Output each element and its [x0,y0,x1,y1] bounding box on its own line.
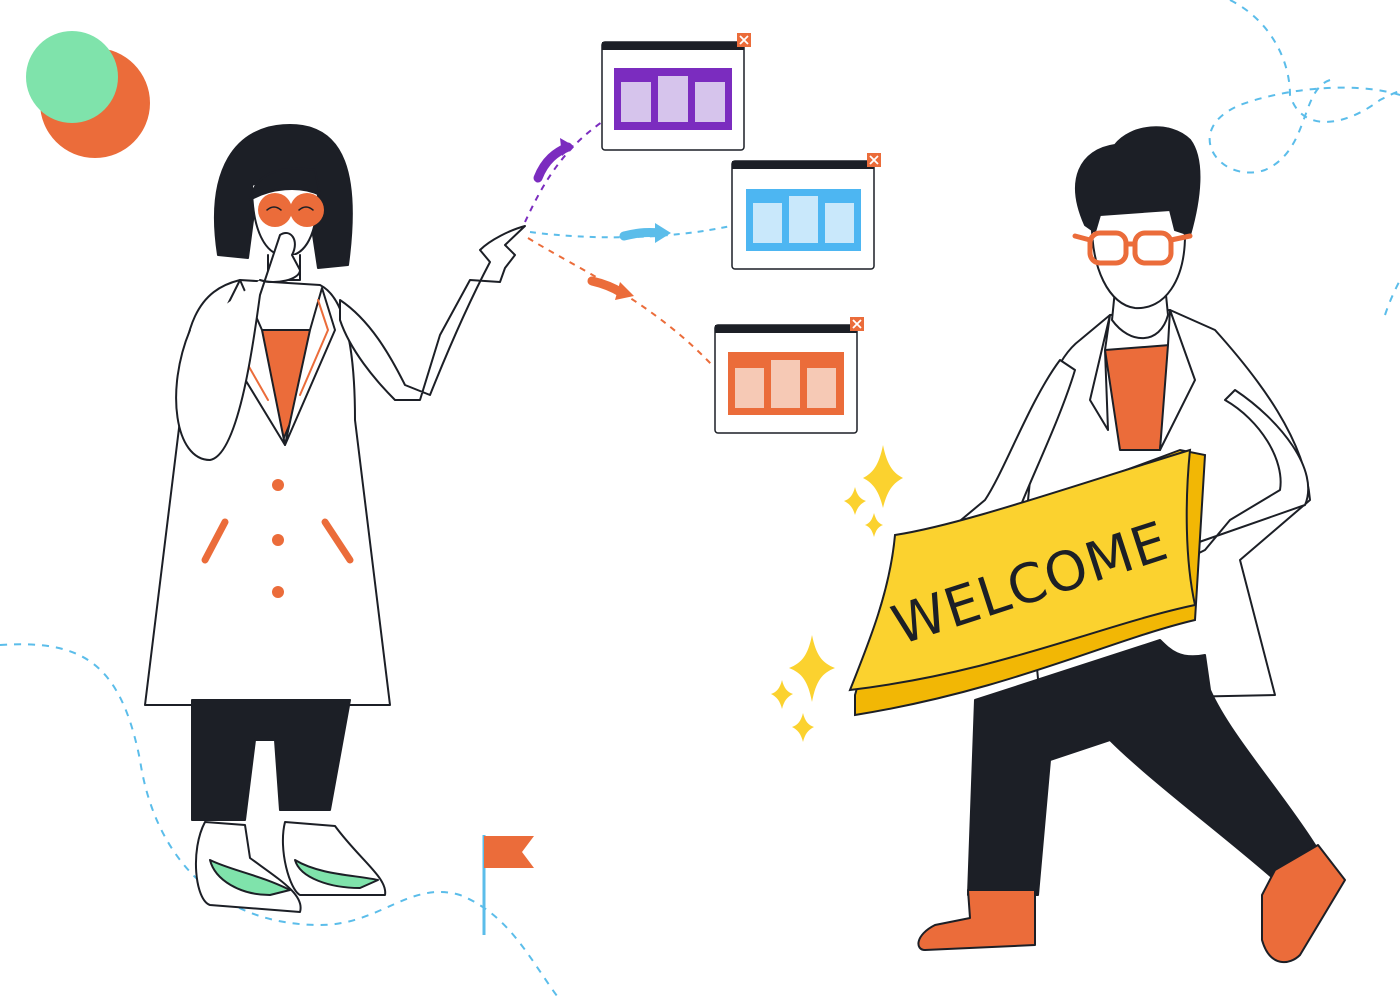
dashed-line-top-right-loop [1208,79,1400,174]
close-icon [867,153,881,167]
connector-arrows [533,138,671,300]
sparkle-icon [792,713,814,742]
purple-window [601,33,751,151]
welcome-sign: WELCOME [848,448,1207,717]
window-cards [601,33,881,434]
arrow-icon-blue [619,223,671,243]
green-circle [26,31,118,123]
sparkle-icon [844,487,866,515]
close-icon [850,317,864,331]
sparkle-icon [771,680,793,709]
sparkle-icon [789,635,835,702]
man-glasses [1072,230,1193,266]
dashed-line-top-right [1229,0,1400,123]
woman-glasses [258,193,324,227]
orange-window [714,317,864,434]
woman-sneakers [194,821,387,913]
flag-icon [482,835,534,935]
man-shoes [917,844,1346,964]
close-icon [737,33,751,47]
connector-orange [527,237,713,366]
decor-circles [26,31,150,158]
woman-pointing-arm [339,225,526,401]
man-hair [1075,126,1201,236]
sparkles [771,445,903,742]
woman-scientist [144,124,526,913]
sparkle-icon [863,445,903,508]
connector-purple [524,119,606,223]
blue-window [731,153,881,270]
sparkle-icon [865,513,883,537]
arrow-icon-purple [533,138,574,183]
arrow-icon-orange [587,276,634,300]
dashed-line-right-edge [1384,279,1400,316]
